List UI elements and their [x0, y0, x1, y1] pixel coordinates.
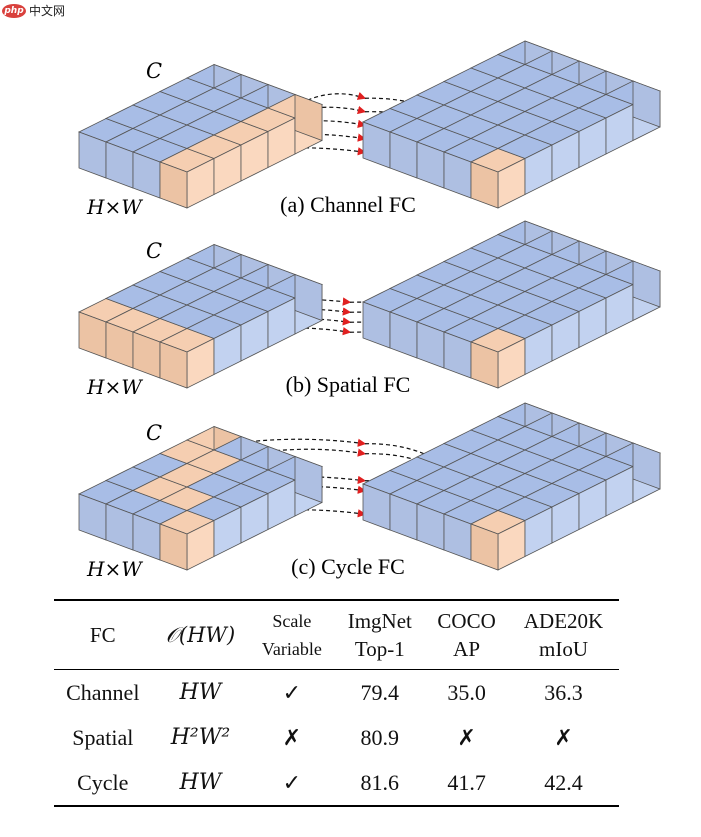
grid-cell [266, 273, 324, 335]
grid-cell [104, 490, 162, 551]
grid-cell [77, 118, 135, 179]
cell-coco: 41.7 [447, 769, 486, 795]
c-label: C [146, 239, 162, 263]
grid-cell [604, 80, 662, 142]
grid-cell [604, 260, 662, 322]
grid-cell [77, 480, 135, 541]
grid-cell-highlighted [266, 93, 324, 155]
left-feature-grid [77, 63, 324, 209]
grid-cell-highlighted [469, 328, 527, 389]
watermark-logo: php [2, 3, 26, 18]
grid-cell [604, 442, 662, 504]
grid-cell [550, 287, 608, 349]
grid-cell-highlighted [104, 308, 162, 369]
c-label: C [146, 59, 162, 83]
panel-caption: (c) Cycle FC [291, 554, 405, 579]
cell-imgnet: 81.6 [360, 769, 400, 795]
cell-complexity: H²W² [170, 725, 231, 750]
grid-cell [131, 138, 189, 199]
table-row: Channel HW ✓ 79.4 35.0 36.3 [54, 670, 619, 716]
grid-cell [577, 94, 635, 155]
left-feature-grid [77, 243, 324, 389]
left-feature-grid [77, 425, 324, 571]
cell-coco: 35.0 [447, 679, 486, 705]
cell-ade: ✗ [554, 724, 573, 750]
cell-imgnet: 79.4 [360, 679, 400, 705]
cell-complexity: HW [179, 680, 222, 705]
right-feature-grid [361, 220, 662, 389]
grid-cell [496, 496, 554, 558]
hw-label: H×W [86, 557, 143, 581]
right-feature-grid [361, 402, 662, 571]
grid-cell-highlighted [212, 121, 270, 182]
grid-cell [212, 301, 270, 362]
c-label: C [146, 421, 162, 445]
grid-cell [523, 121, 581, 182]
grid-cell [266, 455, 324, 517]
cell-complexity: HW [179, 770, 222, 795]
grid-cell-highlighted [131, 318, 189, 379]
table-row: Cycle HW ✓ 81.6 41.7 42.4 [54, 760, 619, 806]
watermark: php 中文网 [2, 2, 65, 19]
grid-cell [523, 301, 581, 362]
grid-cell [415, 490, 473, 551]
panel-caption: (a) Channel FC [280, 192, 416, 217]
cell-scale: ✓ [282, 769, 302, 795]
grid-cell-highlighted [469, 510, 527, 571]
connection-line [132, 307, 352, 321]
grid-cell [550, 107, 608, 169]
watermark-text: 中文网 [29, 4, 66, 18]
grid-cell [496, 134, 554, 196]
header-fc: FC [89, 623, 116, 647]
grid-cell-highlighted [469, 148, 527, 209]
cell-scale: ✓ [282, 679, 302, 705]
hw-label: H×W [86, 375, 143, 399]
header-complexity: 𝒪(HW) [165, 623, 236, 647]
grid-cell [239, 469, 297, 531]
grid-cell-highlighted [158, 328, 216, 389]
cell-ade: 36.3 [544, 679, 583, 705]
table-row: Spatial H²W² ✗ 80.9 ✗ ✗ [54, 715, 619, 760]
grid-cell [212, 483, 270, 544]
grid-cell-highlighted [158, 510, 216, 571]
grid-cell-highlighted [239, 107, 297, 169]
hw-label: H×W [86, 195, 143, 219]
grid-cell-highlighted [185, 134, 243, 196]
cell-ade: 42.4 [544, 769, 583, 795]
grid-cell-highlighted [77, 298, 135, 359]
cell-coco: ✗ [457, 724, 476, 750]
grid-cell [361, 470, 419, 531]
cell-imgnet: 80.9 [360, 724, 400, 750]
grid-cell [577, 456, 635, 517]
cell-fc: Channel [66, 679, 140, 705]
cell-fc: Cycle [77, 769, 129, 795]
right-feature-grid [361, 40, 662, 209]
cell-scale: ✗ [282, 724, 302, 750]
cell-fc: Spatial [72, 724, 134, 750]
grid-cell [550, 469, 608, 531]
panel-caption: (b) Spatial FC [286, 372, 411, 397]
grid-cell [239, 287, 297, 349]
